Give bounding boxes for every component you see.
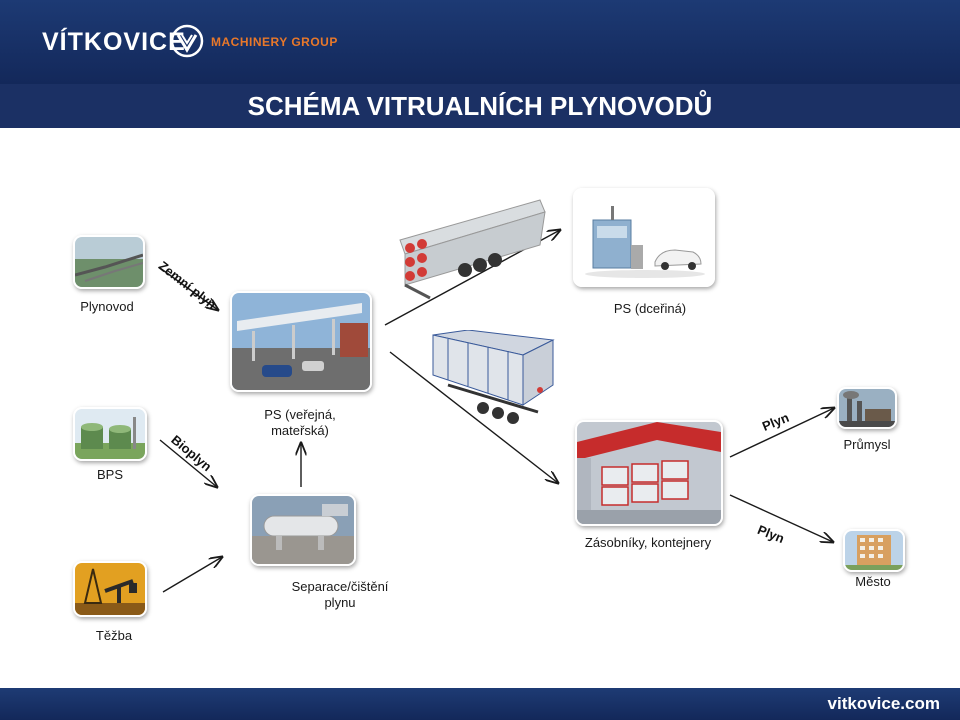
industry-image	[837, 387, 897, 429]
page-title: SCHÉMA VITRUALNÍCH PLYNOVODŮ	[247, 91, 713, 121]
arrow-ps-container	[389, 351, 558, 483]
arrow-tezba-separace	[162, 557, 222, 593]
arrow-zasobniky-mesto	[729, 494, 833, 542]
label-tezba: Těžba	[95, 628, 133, 643]
title-bar	[0, 84, 960, 128]
city-image	[843, 529, 905, 572]
label-separace-line1: Separace/čištění	[291, 579, 389, 594]
label-zasobniky: Zásobníky, kontejnery	[584, 535, 712, 550]
biogas-plant-image	[73, 407, 147, 461]
label-separace-line2: plynu	[324, 595, 356, 610]
label-plynovod: Plynovod	[80, 299, 134, 314]
separation-unit-image	[250, 494, 356, 566]
arrow-zasobniky-prumysl	[729, 408, 834, 458]
header-bar: VÍTKOVICE MACHINERY GROUP	[0, 0, 960, 84]
tube-trailer-image	[390, 190, 550, 300]
public-station-image	[230, 291, 372, 392]
label-ps-dcerina: PS (dceřiná)	[613, 301, 687, 316]
logo-subtitle: MACHINERY GROUP	[211, 35, 338, 49]
label-mesto: Město	[855, 574, 891, 589]
arrow-bps-separace	[159, 439, 217, 487]
label-ps-verejna-line2: mateřská)	[271, 423, 329, 438]
pipeline-image	[73, 235, 145, 289]
logo-text: VÍTKOVICE	[42, 28, 186, 56]
label-prumysl: Průmysl	[843, 437, 891, 452]
footer-website-link[interactable]: vitkovice.com	[827, 694, 940, 713]
label-bps: BPS	[96, 467, 123, 482]
storage-containers-image	[575, 420, 723, 526]
daughter-station-image	[573, 188, 715, 287]
container-trailer-image	[428, 330, 558, 430]
oil-extraction-image	[73, 561, 147, 617]
label-ps-verejna-line1: PS (veřejná,	[264, 407, 336, 422]
footer-bar: vitkovice.com	[0, 688, 960, 720]
arrow-plynovod-ps	[159, 267, 218, 310]
vitkovice-logo-icon	[170, 24, 204, 58]
